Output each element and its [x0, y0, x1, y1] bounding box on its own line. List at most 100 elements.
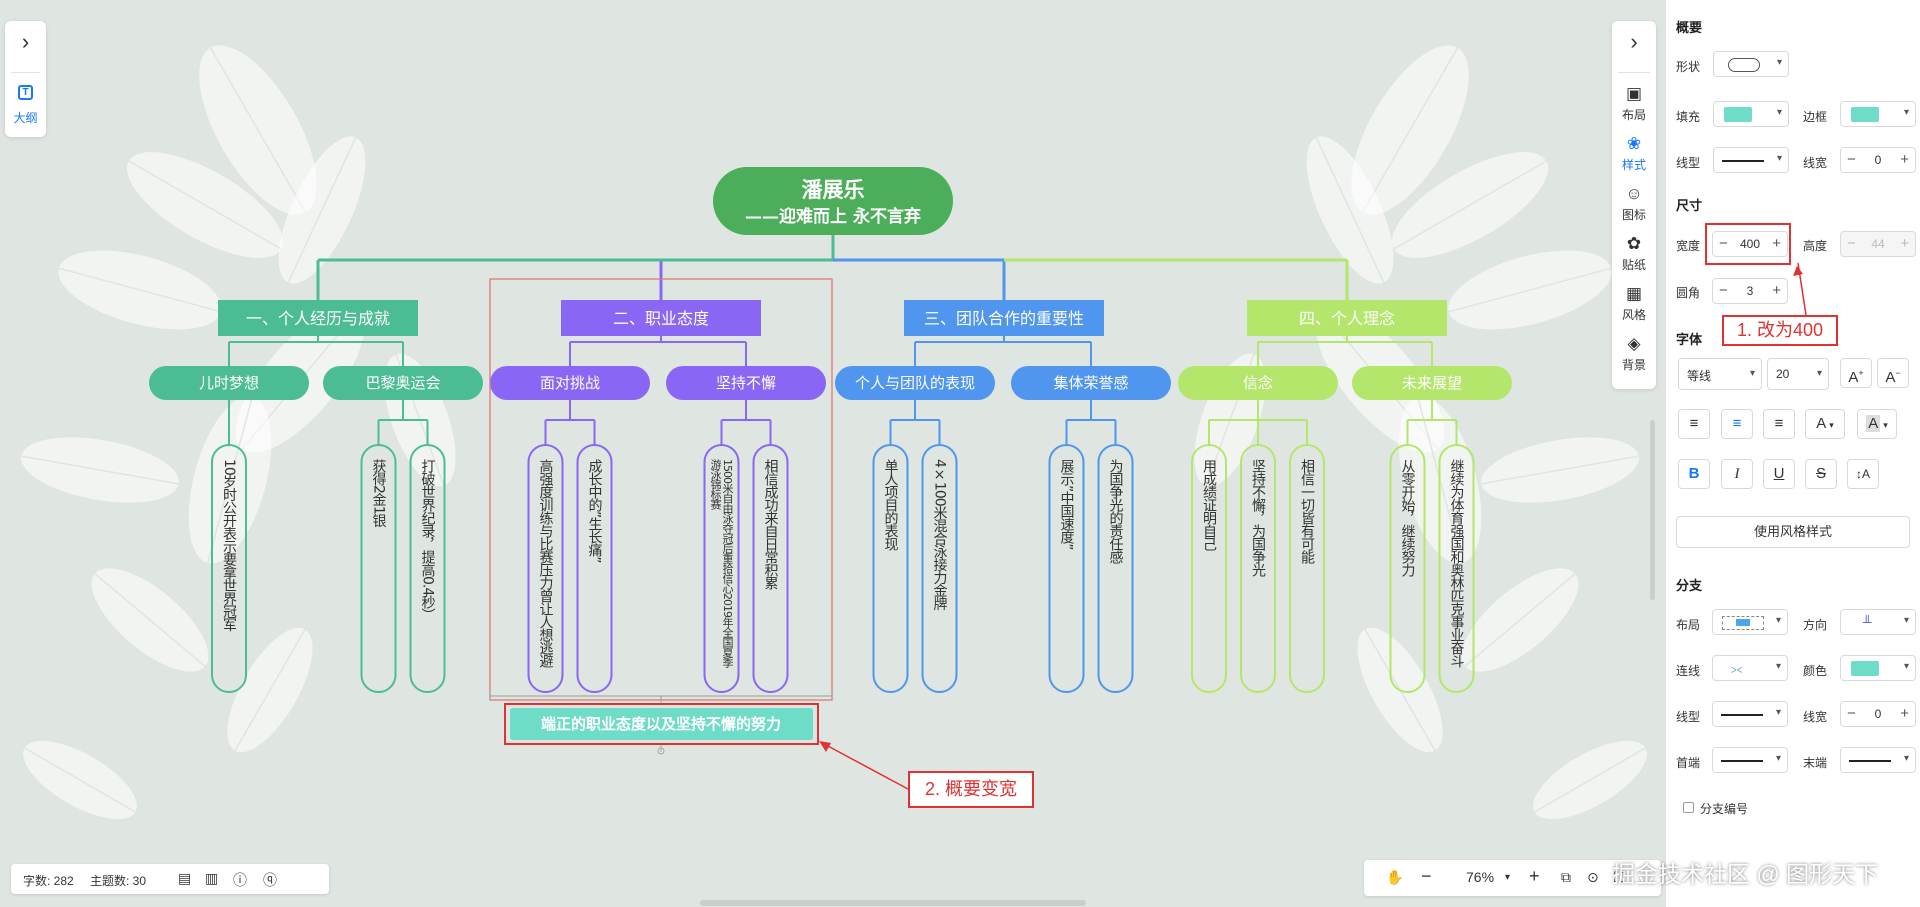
branch-layout-select[interactable]: ▾ [1712, 609, 1788, 635]
radius-value[interactable]: 3 [1746, 284, 1754, 298]
summary-topic-label[interactable]: 端正的职业态度以及坚持不懈的努力 [541, 715, 781, 733]
leaf-topic[interactable] [703, 444, 740, 693]
branch-topic-label[interactable]: 三、团队合作的重要性 [924, 309, 1084, 328]
leaf-topic[interactable] [1097, 444, 1134, 693]
summary-anchor-handle[interactable] [657, 747, 665, 755]
leaf-topic-label[interactable]: 单人项目的表现 [883, 459, 899, 552]
font-size-select[interactable]: 20 ▾ [1767, 358, 1829, 390]
leaf-topic-label[interactable]: 相信一切皆有可能 [1299, 459, 1315, 565]
branch-topic[interactable] [904, 300, 1104, 336]
branch-line-width-stepper[interactable]: − 0 + [1840, 701, 1916, 727]
leaf-topic[interactable] [1191, 444, 1227, 693]
leaf-topic[interactable] [360, 444, 397, 693]
align-left-button[interactable]: ≡ [1678, 409, 1710, 439]
fullscreen-icon[interactable]: ⛶ [1614, 869, 1624, 885]
line-width-value[interactable]: 0 [1874, 153, 1882, 167]
leaf-topic-label[interactable]: 为国争光的责任感 [1108, 459, 1124, 564]
align-right-button[interactable]: ≡ [1763, 409, 1795, 439]
leaf-topic-label[interactable]: 10岁时公开表示要拿世界冠军 [221, 459, 237, 632]
leaf-topic[interactable] [1048, 444, 1085, 693]
summary-topic[interactable] [510, 708, 813, 740]
line-width-stepper[interactable]: − 0 + [1840, 147, 1916, 173]
tail-select[interactable]: ▾ [1840, 747, 1916, 773]
locate-icon[interactable]: ⊙ [1587, 869, 1599, 885]
plus-icon[interactable]: + [1772, 282, 1781, 299]
leaf-topic[interactable] [872, 444, 909, 693]
leaf-topic-label[interactable]: 获得2金1银 [371, 459, 387, 528]
subtopic-label[interactable]: 坚持不懈 [716, 374, 776, 392]
leaf-topic[interactable] [1289, 444, 1325, 693]
branch-number-checkbox[interactable] [1683, 802, 1694, 813]
leaf-topic-label[interactable]: 成长中的”生长痛” [587, 459, 603, 563]
branch-topic-label[interactable]: 二、职业态度 [613, 309, 709, 328]
branch-topic[interactable] [561, 300, 761, 336]
head-select[interactable]: ▾ [1712, 747, 1788, 773]
root-title[interactable]: 潘展乐 [802, 177, 865, 202]
line-type-select[interactable]: ▾ [1713, 147, 1789, 173]
highlight-color-button[interactable]: A▾ [1857, 409, 1897, 439]
leaf-topic-label[interactable]: 相信成功来自日常积累 [763, 459, 779, 590]
subtopic[interactable] [666, 366, 826, 400]
branch-topic[interactable] [218, 300, 418, 336]
minus-icon[interactable]: − [1719, 235, 1728, 252]
leaf-topic[interactable] [1389, 444, 1426, 693]
plus-icon[interactable]: + [1900, 151, 1909, 168]
shape-select[interactable]: ▾ [1713, 51, 1789, 77]
leaf-topic[interactable] [409, 444, 446, 693]
subtopic-label[interactable]: 信念 [1243, 374, 1273, 392]
width-value[interactable]: 400 [1739, 237, 1761, 251]
font-family-select[interactable]: 等线 ▾ [1678, 358, 1762, 390]
zoom-out-icon[interactable]: − [1421, 866, 1432, 886]
leaf-topic[interactable] [576, 444, 613, 693]
outline-icon[interactable]: T [18, 85, 33, 100]
tool-theme[interactable]: ▦风格 [1612, 282, 1656, 323]
subtopic[interactable] [1352, 366, 1512, 400]
leaf-topic-label[interactable]: 用成绩证明自己 [1201, 459, 1217, 551]
border-color-select[interactable]: ▾ [1840, 101, 1916, 127]
tool-style[interactable]: ❀样式 [1612, 132, 1656, 173]
leaf-topic[interactable] [921, 444, 958, 693]
tool-sticker[interactable]: ✿贴纸 [1612, 232, 1656, 273]
minus-icon[interactable]: − [1719, 282, 1728, 299]
tool-layout[interactable]: ▣布局 [1612, 82, 1656, 123]
subtopic[interactable] [1011, 366, 1171, 400]
subtopic-label[interactable]: 儿时梦想 [199, 374, 259, 392]
branch-line-width-value[interactable]: 0 [1874, 707, 1882, 721]
font-color-button[interactable]: A▾ [1805, 409, 1845, 439]
leaf-topic[interactable] [1438, 444, 1475, 693]
leaf-topic[interactable] [527, 444, 564, 693]
subtopic[interactable] [835, 366, 995, 400]
zoom-value[interactable]: 76% [1466, 869, 1495, 885]
leaf-topic-label[interactable]: 继续为体育强国和奥林匹克事业奋斗 [1449, 459, 1465, 668]
subtopic-label[interactable]: 未来展望 [1402, 374, 1462, 392]
subtopic-label[interactable]: 巴黎奥运会 [365, 374, 440, 392]
leaf-topic[interactable] [211, 444, 247, 693]
root-subtitle[interactable]: ——迎难而上 永不言弃 [745, 206, 921, 227]
root-topic[interactable] [713, 167, 953, 235]
strikethrough-button[interactable]: S [1805, 459, 1837, 489]
outline-label[interactable]: 大纲 [13, 111, 38, 125]
use-style-button[interactable]: 使用风格样式 [1676, 516, 1910, 548]
leaf-topic-label[interactable]: 从零开始，继续努力 [1400, 459, 1416, 578]
branch-topic-label[interactable]: 四、个人理念 [1299, 309, 1395, 328]
line-height-button[interactable]: ↕A [1847, 459, 1879, 489]
branch-topic[interactable] [1247, 300, 1447, 336]
plus-icon[interactable]: + [1772, 235, 1781, 252]
underline-button[interactable]: U [1763, 459, 1795, 489]
font-decrease-button[interactable]: A− [1877, 358, 1909, 388]
chevron-down-icon[interactable]: ▾ [1505, 872, 1511, 883]
leaf-topic[interactable] [1240, 444, 1276, 693]
leaf-topic-label[interactable]: 打破世界纪录，提高0.4秒） [420, 458, 436, 621]
zoom-in-icon[interactable]: + [1529, 866, 1540, 886]
bold-button[interactable]: B [1678, 459, 1710, 489]
leaf-topic-label[interactable]: 坚持不懈，为国争光 [1250, 459, 1266, 578]
subtopic[interactable] [149, 366, 309, 400]
leaf-topic[interactable] [752, 444, 789, 693]
italic-button[interactable]: I [1721, 459, 1753, 489]
tool-background[interactable]: ◈背景 [1612, 332, 1656, 373]
subtopic[interactable] [323, 366, 483, 400]
info-icon[interactable]: ⓘ [233, 872, 247, 888]
leaf-topic-label[interactable]: 展示”中国速度” [1059, 459, 1075, 550]
subtopic[interactable] [490, 366, 650, 400]
